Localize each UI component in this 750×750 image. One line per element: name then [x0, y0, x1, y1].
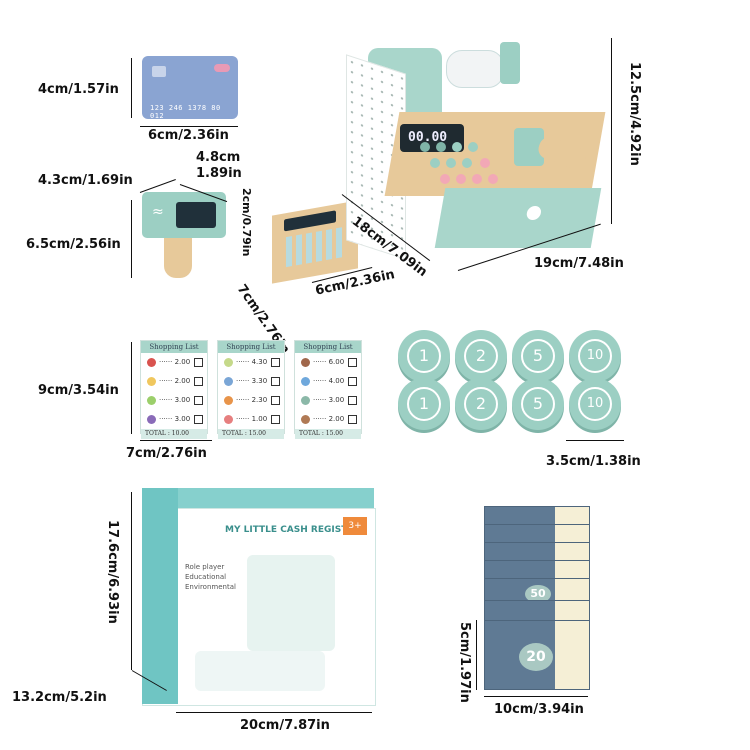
card-logo [214, 64, 230, 72]
coin: 1 [398, 330, 450, 382]
shopping-list-2: Shopping List ······ 4.30 ······ 3.30 ··… [217, 340, 285, 439]
list-item: ······ 1.00 [218, 410, 284, 429]
register-height-label: 12.5cm/4.92in [627, 62, 642, 166]
scanner-depth-label: 4.8cm [196, 150, 241, 165]
shopping-list-3: Shopping List ······ 6.00 ······ 4.00 ··… [294, 340, 362, 439]
coin: 1 [398, 378, 450, 430]
shopping-list-title: Shopping List [295, 341, 361, 353]
list-width-label: 7cm/2.76in [126, 446, 207, 461]
feature-1: Role player [185, 563, 225, 571]
coin: 2 [455, 378, 507, 430]
coin-diameter-line [566, 440, 624, 441]
list-item: ······ 2.30 [218, 391, 284, 410]
feature-3: Environmental [185, 583, 236, 591]
pos-screen [284, 210, 336, 232]
coin: 5 [512, 330, 564, 382]
box-register-image [247, 555, 335, 651]
card-number: 123 246 1378 80 012 [150, 104, 221, 120]
list-height-label: 9cm/3.54in [38, 383, 119, 398]
pos-thickness-label: 2cm/0.79in [240, 188, 253, 257]
pos-keypad [286, 227, 342, 268]
bill-width-label: 10cm/3.94in [494, 702, 584, 717]
bill-front-value: 20 [519, 643, 553, 671]
box-side [142, 488, 178, 704]
list-item: ······ 3.00 [141, 391, 207, 410]
display-digits: 00.00 [408, 130, 448, 145]
list-item: ······ 6.00 [295, 353, 361, 372]
shopping-list-total: TOTAL : 15.00 [218, 429, 284, 439]
register-keypad [420, 142, 510, 194]
list-item: ······ 3.00 [295, 391, 361, 410]
shopping-list-total: TOTAL : 15.00 [295, 429, 361, 439]
scanner-height-line [131, 200, 132, 278]
bill-value: 50 [525, 585, 551, 603]
scanner-handle [164, 238, 192, 278]
list-item: ······ 2.00 [141, 372, 207, 391]
bill-width-line [484, 696, 588, 697]
register-drawer [434, 188, 602, 248]
register-width-label: 19cm/7.48in [534, 256, 624, 271]
list-item: ······ 2.00 [295, 410, 361, 429]
drawer-knob [525, 206, 543, 220]
roll-arm [500, 42, 520, 84]
box-title: MY LITTLE CASH REGISTER [225, 525, 361, 535]
age-badge: 3+ [343, 517, 367, 535]
list-item: ······ 2.00 [141, 353, 207, 372]
coin: 5 [512, 378, 564, 430]
scanner-head: ≈ [142, 192, 226, 238]
card-height-line [131, 58, 132, 118]
card-height-label: 4cm/1.57in [38, 82, 119, 97]
scanner-width-label: 4.3cm/1.69in [38, 173, 133, 188]
scanner-width-line [139, 179, 176, 193]
list-width-line [140, 440, 212, 441]
box-width-line [176, 712, 372, 713]
box-front: MY LITTLE CASH REGISTER 3+ Role player E… [142, 508, 376, 706]
box-height-label: 17.6cm/6.93in [105, 520, 120, 624]
feature-2: Educational [185, 573, 227, 581]
box-width-label: 20cm/7.87in [240, 718, 330, 733]
coin: 2 [455, 330, 507, 382]
bill-height-line [476, 620, 477, 690]
coin: 10 [569, 330, 621, 382]
list-item: ······ 3.30 [218, 372, 284, 391]
shopping-list-1: Shopping List ······ 2.00 ······ 2.00 ··… [140, 340, 208, 439]
shopping-list-total: TOTAL : 10.00 [141, 429, 207, 439]
list-item: ······ 4.30 [218, 353, 284, 372]
credit-card: 123 246 1378 80 012 [142, 56, 238, 120]
paper-bill-front: 20 [484, 620, 590, 690]
card-width-label: 6cm/2.36in [148, 128, 229, 143]
coin-diameter-label: 3.5cm/1.38in [546, 454, 641, 469]
card-chip [152, 66, 166, 77]
box-accessories-image [195, 651, 325, 691]
list-item: ······ 4.00 [295, 372, 361, 391]
scanner-depth-in-label: 1.89in [196, 166, 242, 181]
bill-height-label: 5cm/1.97in [457, 622, 472, 703]
box-height-line [131, 492, 132, 670]
register-height-line [611, 38, 612, 224]
list-item: ······ 3.00 [141, 410, 207, 429]
box-top [142, 488, 374, 510]
coin: 10 [569, 378, 621, 430]
box-depth-label: 13.2cm/5.2in [12, 690, 107, 705]
scanner-height-label: 6.5cm/2.56in [26, 237, 121, 252]
list-height-line [131, 342, 132, 434]
card-width-line [140, 126, 238, 127]
wifi-icon: ≈ [152, 204, 164, 220]
scanner-window [176, 202, 216, 228]
shopping-list-title: Shopping List [141, 341, 207, 353]
shopping-list-title: Shopping List [218, 341, 284, 353]
paper-roll [446, 50, 504, 88]
